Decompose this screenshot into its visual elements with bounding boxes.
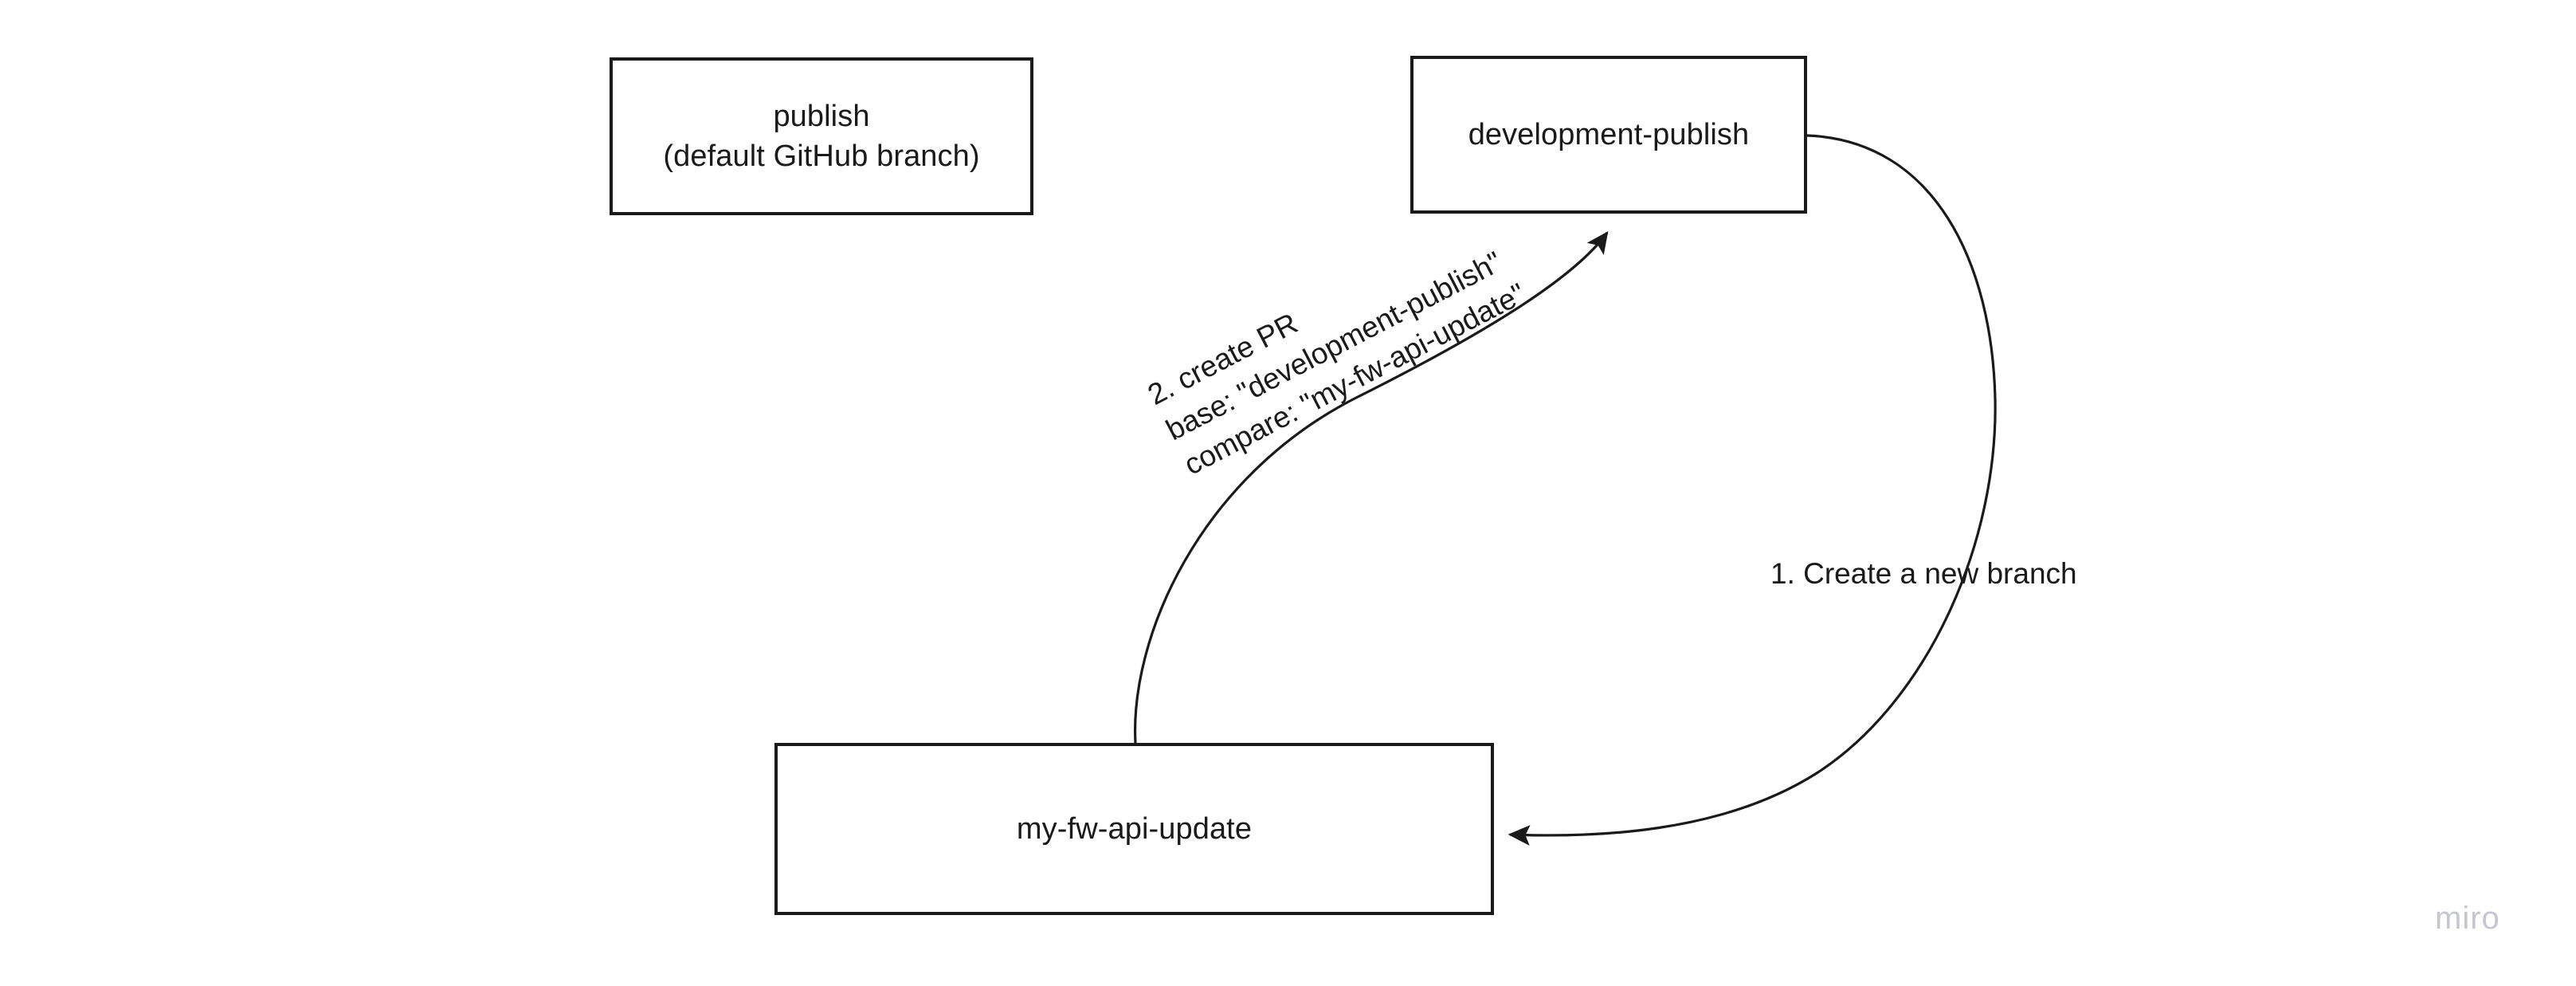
edge-label-create-pr: 2. create PR base: "development-publish"…: [1142, 245, 1531, 481]
node-publish[interactable]: publish (default GitHub branch): [610, 57, 1033, 215]
node-development-publish-label: development-publish: [1468, 117, 1750, 151]
node-my-fw-api-update-label: my-fw-api-update: [1016, 811, 1253, 846]
miro-watermark: miro: [2435, 901, 2500, 936]
node-my-fw-api-update[interactable]: my-fw-api-update: [774, 743, 1494, 915]
edge-create-branch-path: [1508, 134, 1997, 846]
node-development-publish[interactable]: development-publish: [1410, 56, 1807, 214]
node-publish-label: publish (default GitHub branch): [663, 99, 980, 173]
edge-label-create-branch: 1. Create a new branch: [1770, 557, 2077, 590]
